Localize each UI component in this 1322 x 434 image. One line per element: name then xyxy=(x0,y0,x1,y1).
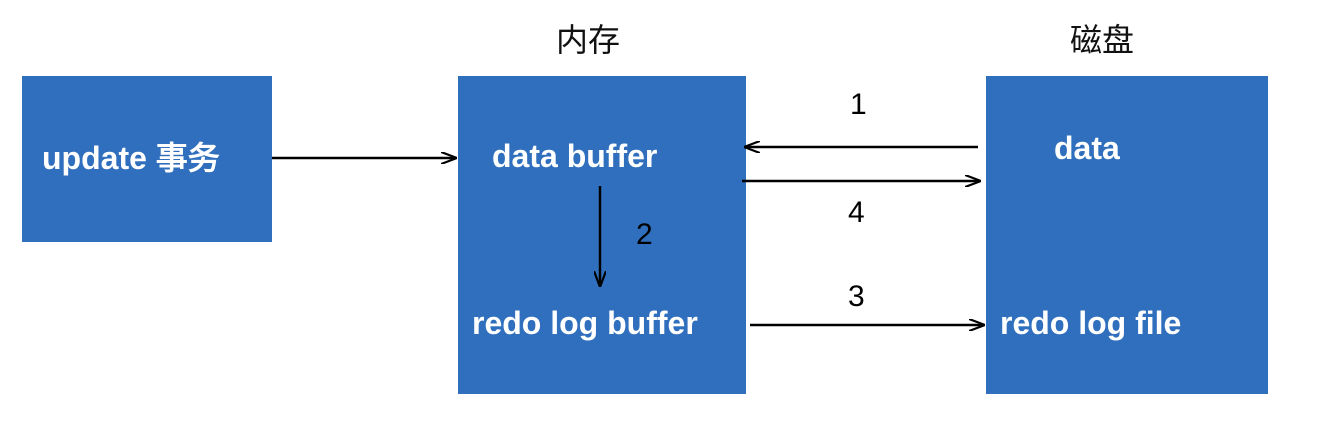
disk-heading: 磁盘 xyxy=(1070,21,1135,59)
memory-box xyxy=(458,76,746,394)
redo-log-buffer-label: redo log buffer xyxy=(472,305,698,341)
disk-box xyxy=(986,76,1268,394)
step-4-label: 4 xyxy=(848,196,865,229)
transaction-label: update 事务 xyxy=(42,140,220,176)
step-3-label: 3 xyxy=(848,280,865,313)
data-buffer-label: data buffer xyxy=(492,138,658,174)
disk-data-label: data xyxy=(1054,130,1120,166)
step-1-label: 1 xyxy=(850,88,867,121)
memory-heading: 内存 xyxy=(556,21,621,59)
transaction-box xyxy=(22,76,272,242)
redo-log-file-label: redo log file xyxy=(1000,305,1182,341)
step-2-label: 2 xyxy=(636,218,653,251)
